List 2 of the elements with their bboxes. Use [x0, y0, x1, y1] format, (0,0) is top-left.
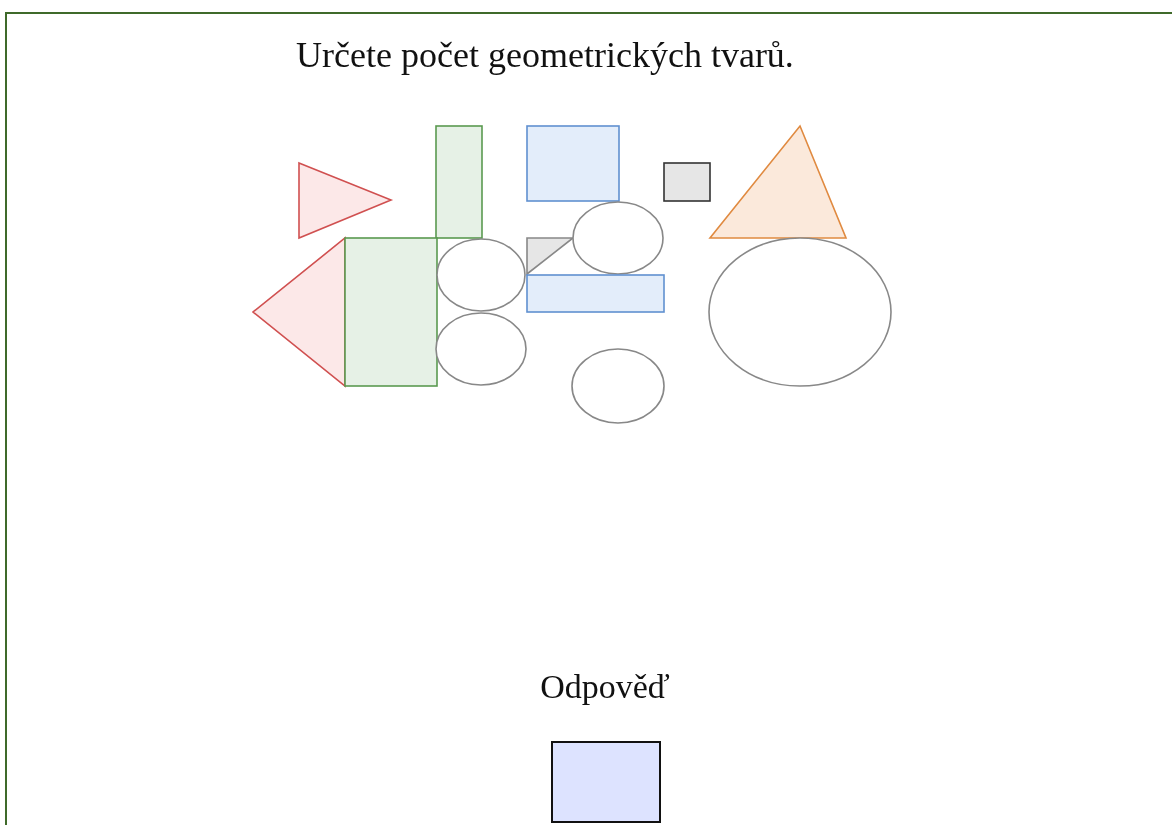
answer-label: Odpověď	[539, 668, 671, 706]
worksheet-title: Určete počet geometrických tvarů.	[295, 34, 795, 76]
